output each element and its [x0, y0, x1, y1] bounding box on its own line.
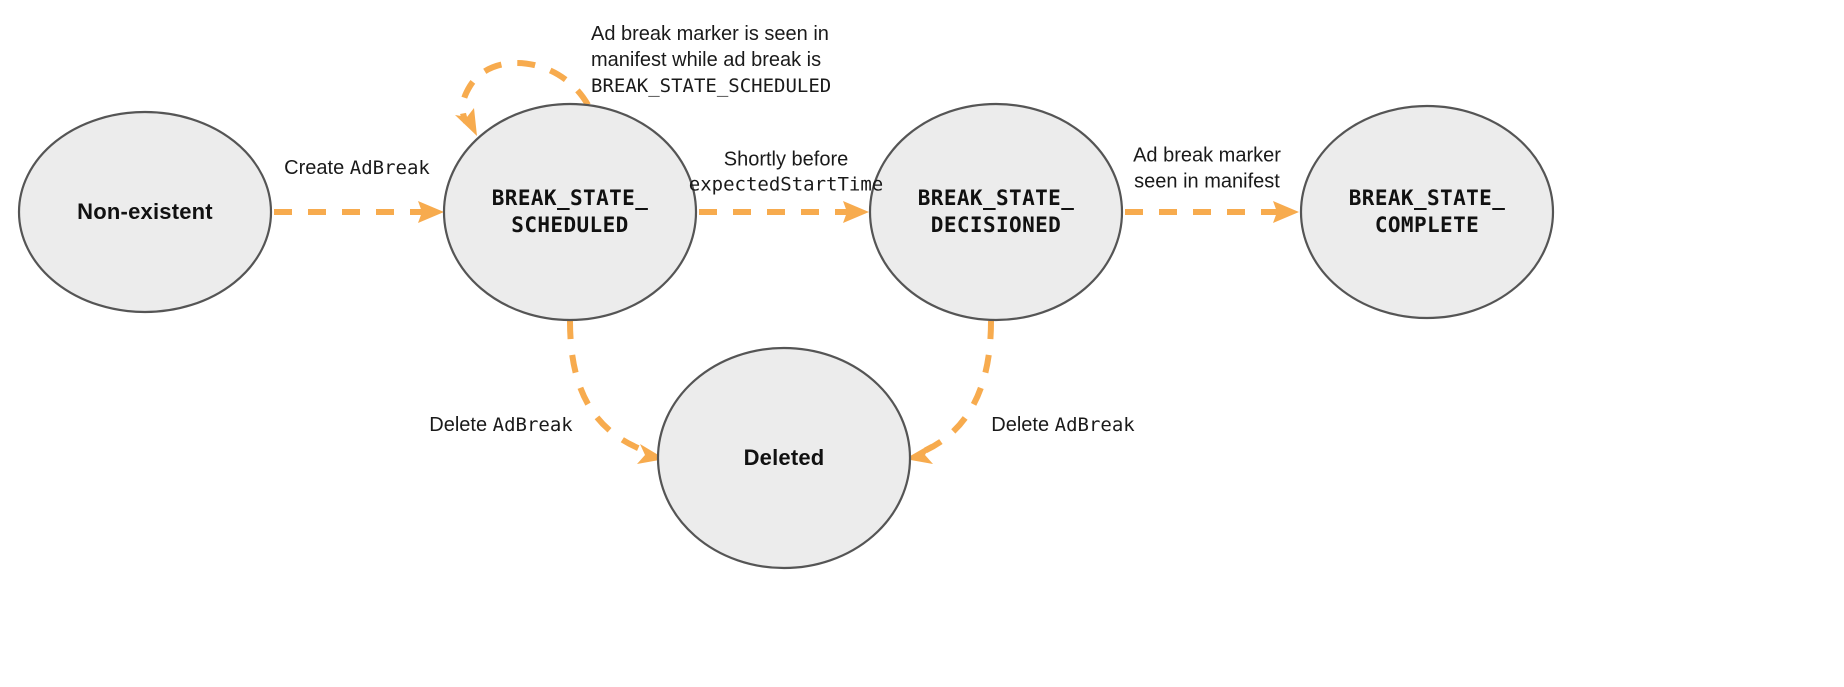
- edge-delete-from-decisioned: [905, 320, 994, 464]
- edge-delete-from-decisioned-path: [920, 320, 994, 455]
- edge-shortly-before: [699, 201, 869, 223]
- node-non-existent[interactable]: [17, 110, 273, 314]
- node-break-state-decisioned[interactable]: [868, 102, 1124, 322]
- edge-marker-seen-arrowhead: [1273, 201, 1299, 223]
- node-deleted[interactable]: [656, 346, 912, 570]
- edge-shortly-before-arrowhead: [843, 201, 869, 223]
- edge-delete-from-scheduled-path: [567, 320, 650, 455]
- node-break-state-scheduled[interactable]: [442, 102, 698, 322]
- edge-self-loop-scheduled-arrowhead: [455, 108, 477, 136]
- edge-delete-from-scheduled: [567, 320, 665, 464]
- edge-self-loop-scheduled-path: [459, 60, 591, 124]
- edge-create-adbreak: [274, 201, 444, 223]
- edge-self-loop-scheduled: [455, 60, 591, 136]
- node-break-state-complete[interactable]: [1299, 104, 1555, 320]
- edge-marker-seen: [1125, 201, 1299, 223]
- edge-create-adbreak-arrowhead: [418, 201, 444, 223]
- edge-delete-from-decisioned-arrowhead: [905, 444, 933, 464]
